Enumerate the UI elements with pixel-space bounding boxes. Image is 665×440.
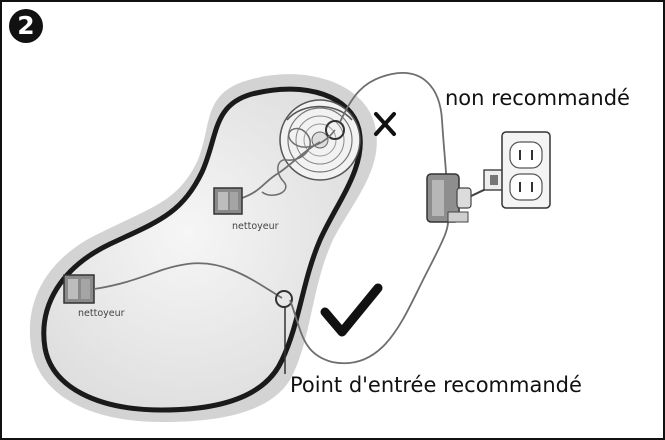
cable-cleaner-2 bbox=[93, 262, 283, 299]
not-recommended-cable-route bbox=[339, 72, 448, 193]
step-number-badge: 2 bbox=[9, 9, 43, 43]
recommended-entry-label: Point d'entrée recommandé bbox=[290, 373, 582, 397]
not-recommended-x-icon bbox=[374, 112, 396, 136]
cleaner-1: nettoyeur bbox=[213, 187, 279, 232]
recommended-check-icon bbox=[320, 283, 383, 337]
cable-cleaner-1 bbox=[241, 141, 321, 199]
wall-outlet-icon bbox=[501, 131, 551, 209]
not-recommended-entry-point bbox=[325, 120, 345, 140]
recommended-cable-route bbox=[289, 211, 450, 365]
recommended-entry-point bbox=[275, 290, 293, 308]
power-supply-icon bbox=[426, 173, 472, 223]
not-recommended-label: non recommandé bbox=[445, 86, 630, 110]
pool-water bbox=[41, 86, 363, 413]
cleaner-2: nettoyeur bbox=[63, 274, 125, 319]
tangled-cable bbox=[261, 127, 336, 196]
cleaner-1-label: nettoyeur bbox=[232, 221, 279, 232]
hose-reel bbox=[279, 99, 361, 181]
cleaner-2-label: nettoyeur bbox=[78, 308, 125, 319]
